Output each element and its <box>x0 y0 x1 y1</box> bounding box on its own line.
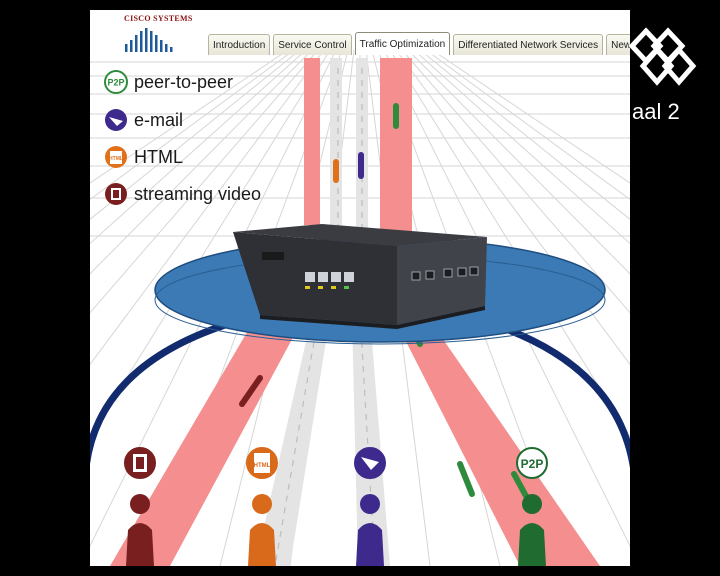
grid-line <box>407 49 630 275</box>
legend-label-html: HTML <box>134 146 183 167</box>
p2p-icon-text: P2P <box>107 78 124 88</box>
traffic-packet <box>239 375 263 407</box>
subscriber-body <box>518 523 546 566</box>
tab-introduction[interactable]: Introduction <box>208 34 271 55</box>
subscriber-head <box>252 494 272 514</box>
html-icon-text: HTML <box>254 463 271 469</box>
grid-line <box>401 49 630 314</box>
traffic-packet <box>511 471 529 499</box>
subscriber-email <box>354 447 386 566</box>
grid-line <box>90 49 313 275</box>
legend-label-streaming-video: streaming video <box>134 183 262 204</box>
lane-lower-p2p <box>390 306 600 566</box>
grid-line <box>90 49 301 220</box>
grid-line <box>413 49 630 245</box>
subscriber-head <box>130 494 150 514</box>
video-icon <box>105 183 127 205</box>
subscriber-html: HTML <box>246 447 278 566</box>
p2p-icon: P2P <box>104 70 128 94</box>
grid-line <box>90 49 289 184</box>
tab-service-control[interactable]: Service Control <box>273 34 352 55</box>
legend-label-p2p: peer-to-peer <box>134 71 234 92</box>
legend-item-streaming-video: streaming video <box>104 180 261 208</box>
tab-new-billing-models[interactable]: New Billing Models <box>606 34 630 55</box>
lane-lower-video <box>110 310 305 566</box>
tab-differentiated-network-services[interactable]: Differentiated Network Services <box>453 34 604 55</box>
subscriber-body <box>126 523 154 566</box>
html-icon: HTML <box>105 146 127 168</box>
traffic-lanes <box>110 58 600 566</box>
subscriber-group: HTML P2P <box>124 447 548 566</box>
lane-upper-center-2 <box>356 58 368 240</box>
grid-line <box>90 49 295 201</box>
video-icon <box>124 447 156 479</box>
subscriber-head <box>360 494 380 514</box>
section-tabs: Introduction Service Control Traffic Opt… <box>208 32 630 56</box>
lane-upper-right <box>380 58 412 240</box>
html-icon-text: HTML <box>109 156 123 162</box>
channel-logo <box>628 27 697 86</box>
subscriber-body <box>356 523 384 566</box>
grid-line <box>90 49 307 245</box>
email-icon <box>354 447 386 479</box>
service-control-device <box>233 224 487 329</box>
lane-dash <box>274 329 317 566</box>
lane-upper-left <box>304 58 320 225</box>
grid-line <box>419 49 630 220</box>
subscriber-video <box>124 447 156 566</box>
subscriber-body <box>248 523 276 566</box>
grid-line <box>431 49 630 184</box>
logo-text: CISCO SYSTEMS <box>124 14 193 23</box>
legend-item-html: HTML HTML <box>104 143 183 171</box>
traffic-scene: HTML P2P <box>90 49 630 566</box>
presentation-stage: HTML P2P CISCO SYSTEMS Introduction Servi… <box>90 10 630 566</box>
grid-line <box>90 49 325 366</box>
grid-line <box>425 49 630 201</box>
tab-traffic-optimization[interactable]: Traffic Optimization <box>354 32 451 55</box>
legend-item-email: e-mail <box>104 106 183 134</box>
lane-lower-html <box>255 315 330 566</box>
legend-label-email: e-mail <box>134 109 184 130</box>
subscriber-head <box>522 494 542 514</box>
cisco-logo: CISCO SYSTEMS <box>124 14 193 54</box>
p2p-icon: P2P <box>516 447 548 479</box>
cisco-bridge-icon <box>125 28 173 52</box>
legend-item-p2p: P2P peer-to-peer <box>104 68 233 96</box>
subscriber-p2p: P2P <box>516 447 548 566</box>
p2p-icon-text: P2P <box>521 457 544 471</box>
traffic-packet <box>457 461 475 497</box>
grid-line <box>90 49 319 314</box>
email-icon <box>105 109 127 131</box>
lane-upper-center-1 <box>330 58 342 240</box>
html-icon: HTML <box>246 447 278 479</box>
channel-logo-text: aal 2 <box>632 99 680 124</box>
